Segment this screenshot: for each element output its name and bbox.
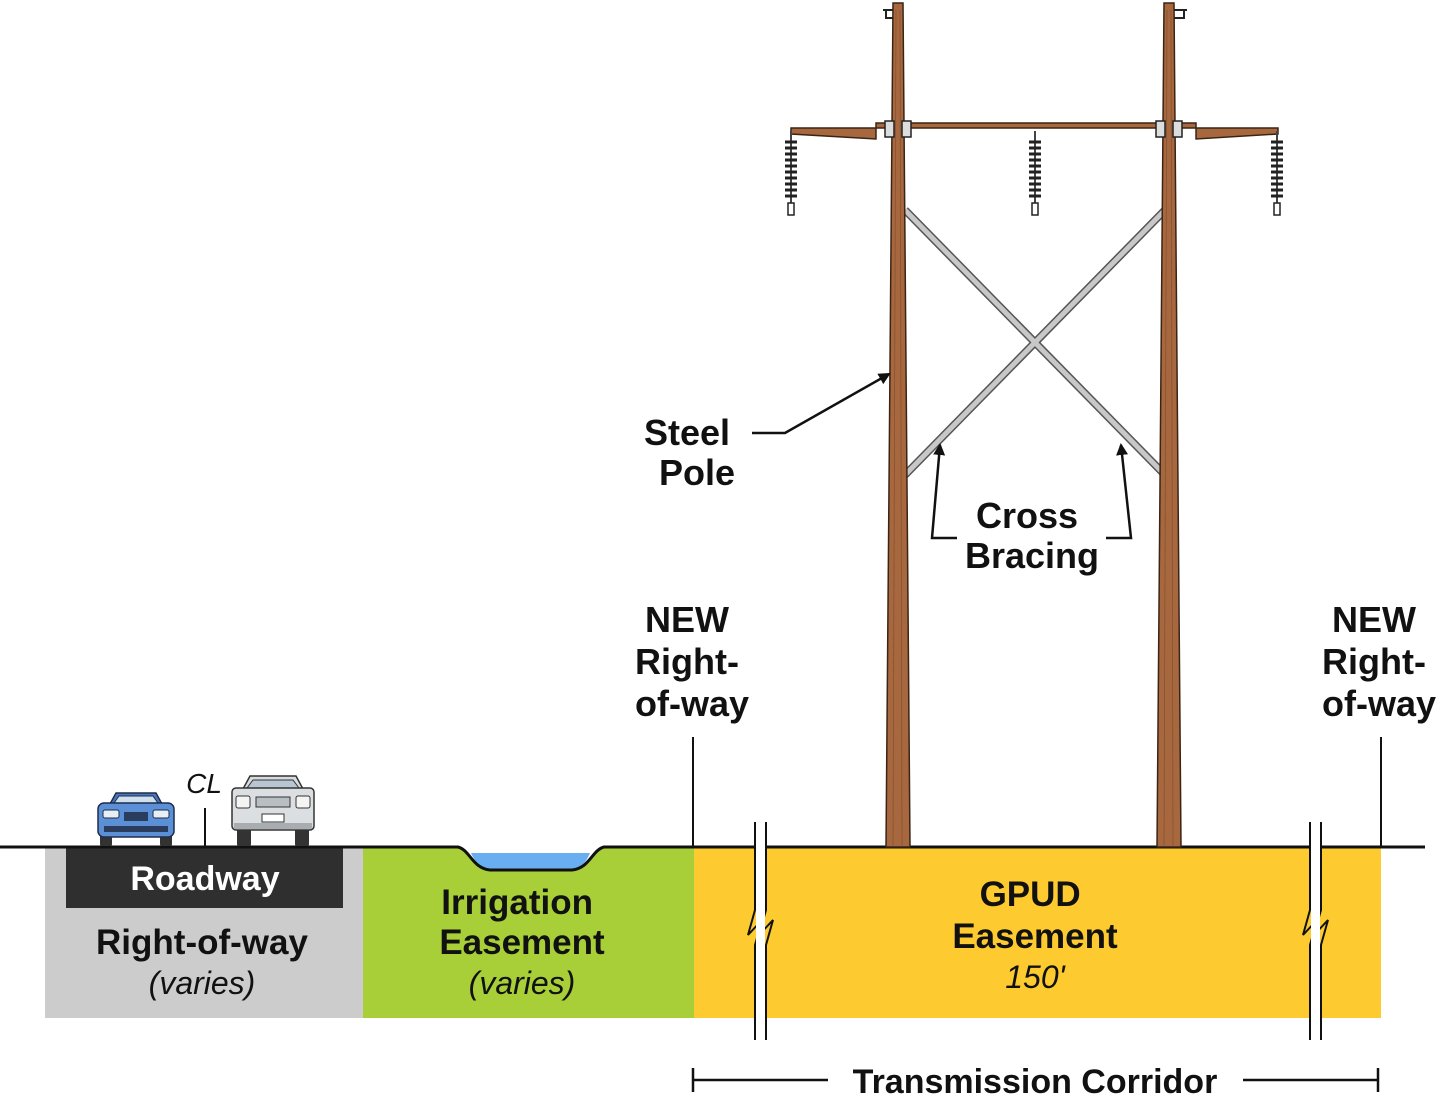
- break-gap: [756, 822, 765, 1040]
- break-line-icon: [747, 822, 774, 1040]
- steel-pole-label: Steel Pole: [644, 412, 740, 493]
- break-line-icon: [1302, 822, 1329, 1040]
- roadway-label: Roadway: [130, 860, 279, 898]
- white-pickup-truck-icon: [231, 775, 315, 846]
- insulator-icon: [785, 131, 797, 216]
- right-of-way-title: Right-of-way: [96, 923, 308, 962]
- new-row-right-label: NEW Right- of-way: [1322, 599, 1436, 724]
- cross-bracing-label: Cross Bracing: [965, 495, 1099, 576]
- transmission-structure: [785, 2, 1283, 848]
- break-gap: [1311, 822, 1320, 1040]
- irrigation-easement-note: (varies): [469, 965, 576, 1001]
- gpud-easement-zone: [694, 847, 1381, 1018]
- right-of-way-note: (varies): [149, 965, 256, 1001]
- irrigation-easement-zone: [363, 847, 694, 1018]
- irrigation-easement-title: Irrigation Easement: [439, 883, 605, 962]
- arrow-icon: [752, 372, 891, 435]
- insulator-icon: [1029, 131, 1041, 216]
- ditch-water: [471, 853, 590, 869]
- roadway-bar: [66, 847, 343, 908]
- centerline-symbol: CL: [186, 768, 222, 799]
- left-pole: [885, 2, 911, 848]
- right-pole: [1156, 2, 1182, 848]
- transmission-corridor-dimension: [691, 1068, 1380, 1092]
- arrow-icon: [930, 443, 957, 540]
- new-row-left-label: NEW Right- of-way: [635, 599, 749, 724]
- gpud-easement-note: 150': [1005, 959, 1066, 995]
- transmission-corridor-label: Transmission Corridor: [853, 1063, 1218, 1101]
- arrow-icon: [1106, 443, 1133, 540]
- blue-car-icon: [97, 792, 175, 846]
- insulator-icon: [1271, 131, 1283, 216]
- gpud-easement-title: GPUD Easement: [952, 875, 1118, 956]
- ground-line: [0, 845, 1425, 872]
